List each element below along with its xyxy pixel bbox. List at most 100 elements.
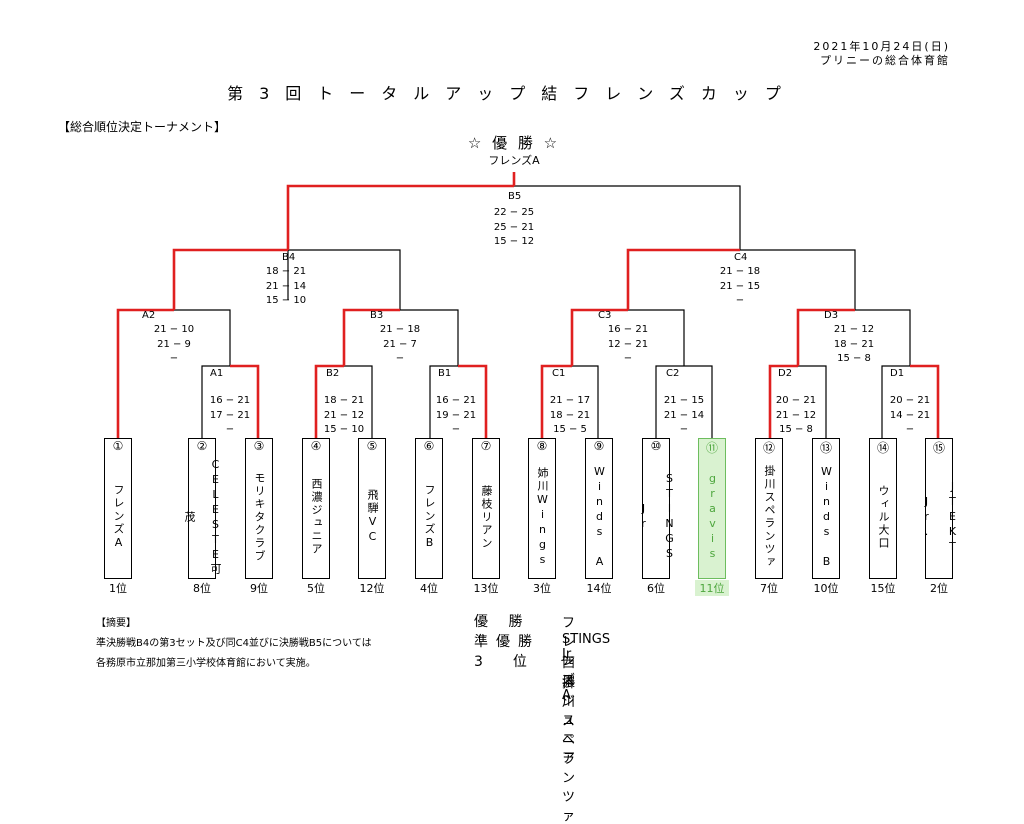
notes-line-2: 各務原市立那加第三小学校体育館において実施。 (96, 658, 316, 669)
team-number: ⑨ (593, 439, 605, 453)
team-number: ② (196, 439, 208, 453)
set-score: 15 − 8 (779, 424, 813, 436)
team-rank: 15位 (870, 582, 896, 595)
team-number: ⑪ (705, 441, 718, 455)
team-name: gravis (706, 472, 719, 562)
set-score: 21 − 18 (719, 266, 761, 277)
match-label-d1: D1 (890, 368, 905, 379)
team-name: 飛騨VC (366, 489, 379, 545)
team-number: ③ (253, 439, 265, 453)
set-score: − (735, 295, 745, 307)
match-label-d3: D3 (824, 310, 839, 321)
result-third-2: 掛川スペランツァ (562, 676, 576, 824)
winner-line-b2 (314, 364, 344, 438)
team-box: ⑪ gravis (698, 438, 726, 579)
match-label-c3: C3 (598, 310, 612, 321)
match-scores-b4: 18 − 21 21 − 14 15 − 10 (256, 265, 316, 309)
notes: 【摘要】 準決勝戦B4の第3セット及び同C4並びに決勝戦B5については 各務原市… (96, 614, 372, 674)
result-champion: フレンズA (562, 616, 576, 703)
team-rank: 11位 (695, 580, 729, 596)
final-results: 優 勝 フレンズA 準優勝 STINGS Jr. 3 位 西濃ジュニア 掛川スペ… (474, 611, 610, 824)
team-name: 掛川スペランツァ (763, 465, 776, 569)
winner-line-b4 (172, 248, 288, 310)
team-rank: 8位 (193, 582, 211, 595)
match-label-a1: A1 (210, 368, 224, 379)
set-score: 21 − 14 (265, 280, 307, 292)
match-label-b2: B2 (326, 368, 340, 379)
set-score: 14 − 21 (889, 409, 931, 421)
match-label-b5: B5 (508, 191, 522, 202)
team-name: 姉川Wings (536, 466, 549, 568)
team-rank: 4位 (420, 582, 438, 595)
champion-heading: ☆ 優 勝 ☆ (467, 134, 561, 152)
team-name: CELESTE可茂 (183, 458, 222, 576)
match-label-b4: B4 (282, 252, 296, 263)
result-champion-label: 優 勝 (474, 614, 531, 630)
winner-line-b5 (286, 184, 514, 250)
team-name: ウィル大口 (877, 484, 890, 550)
winner-line-c4 (626, 248, 740, 310)
set-score: 22 − 25 (493, 207, 535, 218)
set-score: 21 − 9 (157, 338, 191, 350)
team-number: ⑭ (876, 441, 889, 455)
set-score: 21 − 18 (379, 324, 421, 335)
set-score: 15 − 10 (323, 424, 365, 436)
set-score: 12 − 21 (607, 338, 649, 350)
set-score: 21 − 15 (663, 395, 705, 406)
line-c2 (655, 365, 713, 438)
team-rank: 13位 (473, 582, 499, 595)
team-number: ④ (310, 439, 322, 453)
team-number: ⑬ (819, 441, 832, 455)
set-score: 18 − 21 (265, 266, 307, 277)
set-score: 21 − 17 (549, 395, 591, 406)
set-score: 15 − 10 (265, 295, 307, 307)
team-name: JTEKT Jr. (920, 479, 959, 555)
team-number: ① (112, 439, 124, 453)
set-score: − (225, 424, 235, 436)
team-name: Winds A (593, 464, 606, 570)
set-score: − (395, 353, 405, 365)
team-number: ⑩ (650, 439, 662, 453)
winner-line-d3 (796, 308, 855, 366)
set-score: 15 − 5 (553, 424, 587, 436)
team-box: ② CELESTE可茂 (183, 438, 222, 579)
team-rank: 3位 (533, 582, 551, 595)
set-score: 17 − 21 (209, 409, 251, 421)
set-score: 21 − 14 (663, 409, 705, 421)
notes-line-1: 準決勝戦B4の第3セット及び同C4並びに決勝戦B5については (96, 638, 372, 649)
team-box: ⑭ ウィル大口 (869, 438, 897, 579)
match-scores-a2: 21 − 10 21 − 9 − (144, 323, 204, 367)
event-venue: プリニーの総合体育館 (820, 54, 950, 67)
set-score: − (905, 424, 915, 436)
winner-line-d1 (910, 364, 940, 438)
team-number: ⑮ (932, 441, 945, 455)
winner-line-b3 (342, 308, 400, 366)
team-rank: 9位 (250, 582, 268, 595)
match-label-d2: D2 (778, 368, 793, 379)
set-score: − (451, 424, 461, 436)
set-score: 21 − 10 (153, 324, 195, 335)
event-date: 2021年10月24日(日) (813, 40, 950, 53)
set-score: 21 − 12 (775, 409, 817, 421)
page-title: 第3回トータルアップ結フレンズカップ (227, 84, 797, 103)
winner-line-a1 (230, 364, 260, 438)
team-name: STINGS Jr (637, 472, 676, 562)
team-name: フレンズA (112, 483, 125, 551)
team-rank: 2位 (930, 582, 948, 595)
match-label-c1: C1 (552, 368, 566, 379)
set-score: 25 − 21 (493, 221, 535, 233)
match-label-a2: A2 (142, 310, 156, 321)
set-score: − (169, 353, 179, 365)
winner-lines (116, 172, 940, 438)
team-rank: 7位 (760, 582, 778, 595)
team-rank: 5位 (307, 582, 325, 595)
